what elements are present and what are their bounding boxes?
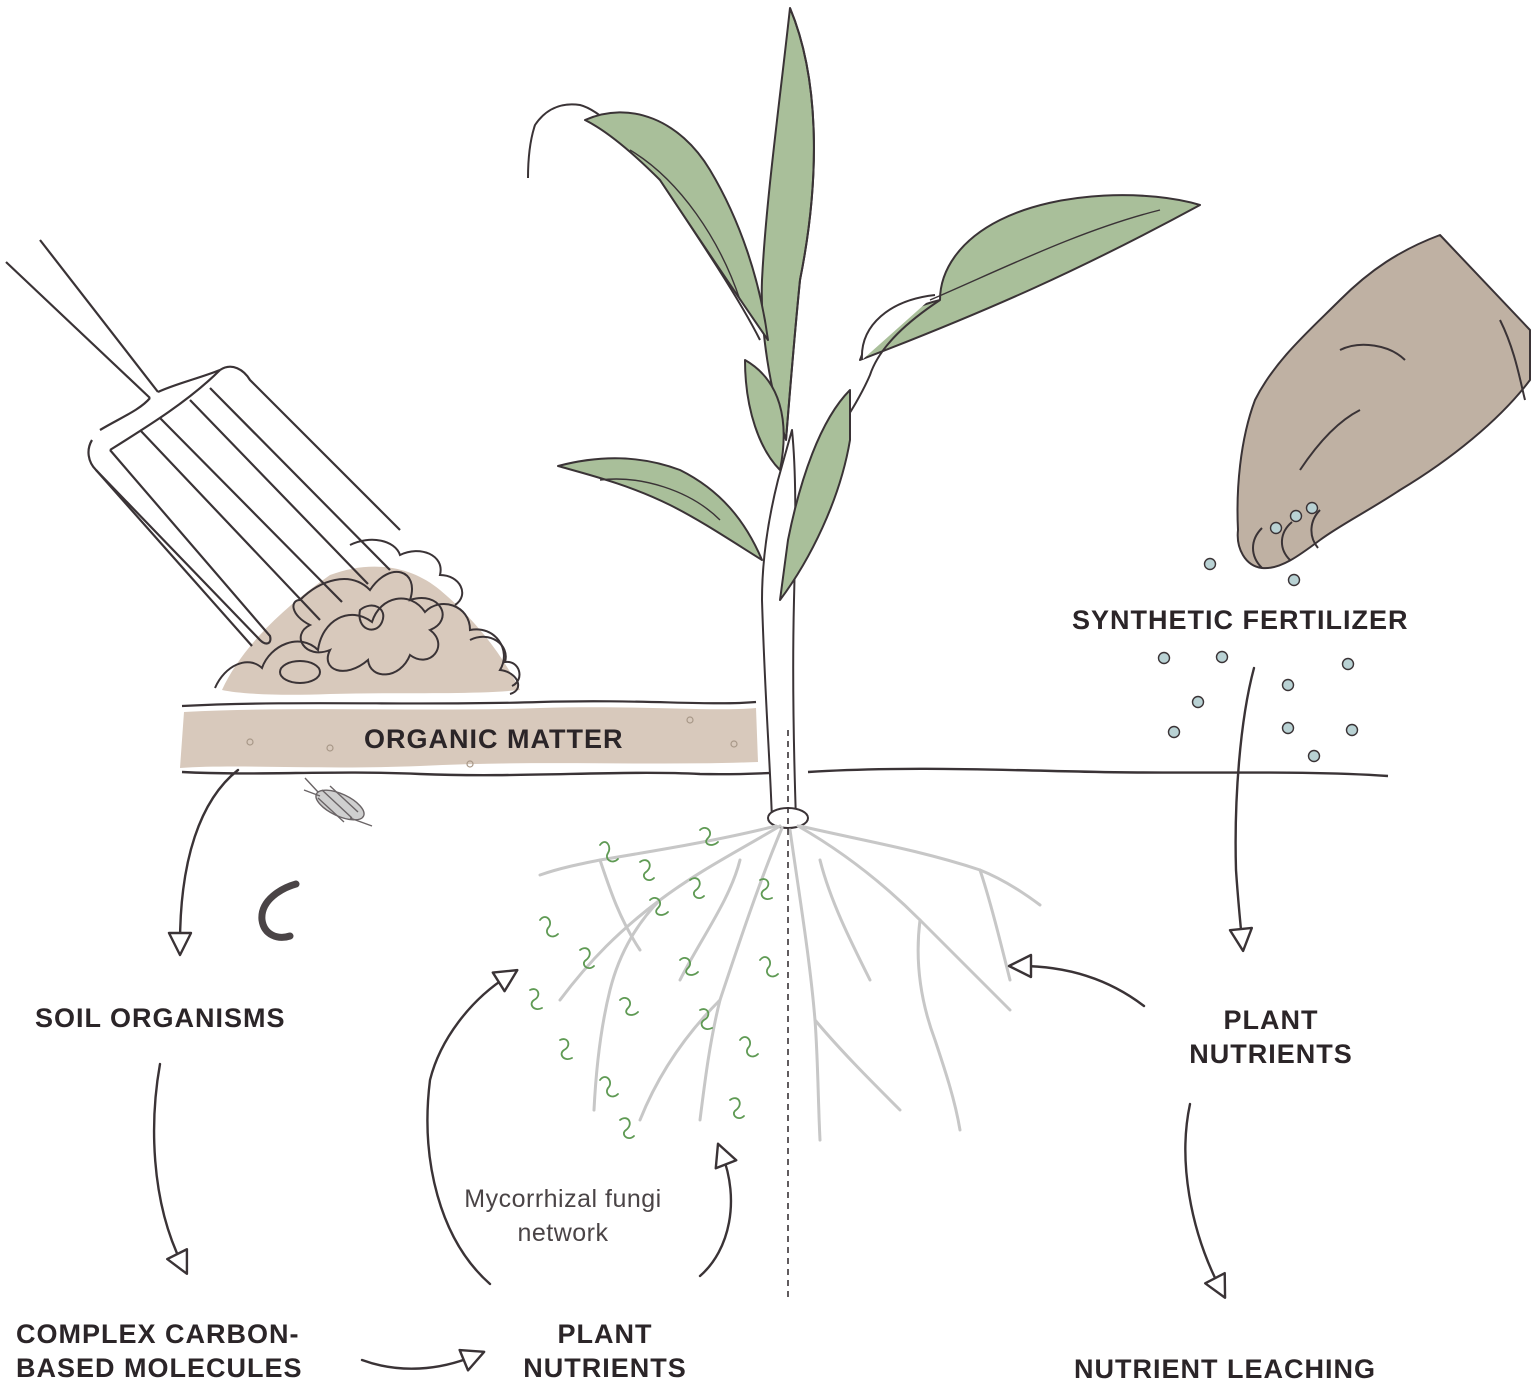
label-synthetic-fertilizer: SYNTHETIC FERTILIZER [1072, 605, 1409, 635]
arrow-fertilizer-to-plant-nutrients [1228, 666, 1256, 953]
organic-pile-icon [214, 538, 521, 695]
pitchfork-icon [5, 239, 401, 647]
hand-icon [1236, 234, 1531, 570]
label-mycorrhizal-line1: Mycorrhizal fungi [464, 1185, 662, 1213]
ground-line-left [181, 770, 791, 777]
label-complex-carbon-line2: BASED MOLECULES [16, 1353, 303, 1383]
arrow-organic-to-soil-organisms [167, 768, 240, 957]
label-plant-nutrients-left-line2: NUTRIENTS [523, 1353, 687, 1383]
label-plant-nutrients-right-line1: PLANT [1223, 1005, 1319, 1035]
ground-line [807, 767, 1389, 778]
arrow-nutrients-to-roots-right [1007, 953, 1146, 1008]
roots-icon [538, 824, 1042, 1142]
arrow-soil-organisms-to-carbon [152, 1062, 189, 1276]
earthworm-icon [258, 880, 300, 941]
woodlouse-icon [303, 777, 373, 827]
label-plant-nutrients-right: PLANT NUTRIENTS [1176, 1003, 1366, 1071]
label-mycorrhizal-line2: network [517, 1219, 609, 1247]
label-complex-carbon-line1: COMPLEX CARBON- [16, 1319, 300, 1349]
plant-icon [527, 7, 1201, 829]
label-complex-carbon: COMPLEX CARBON- BASED MOLECULES [16, 1317, 303, 1385]
label-soil-organisms: SOIL ORGANISMS [35, 1003, 286, 1033]
organic-matter-band [180, 700, 758, 768]
label-nutrient-leaching: NUTRIENT LEACHING [1074, 1354, 1376, 1384]
arrow-nutrients-to-roots-left [426, 968, 519, 1286]
fertilizer-granules-icon [1157, 501, 1359, 763]
label-organic-matter: ORGANIC MATTER [364, 724, 624, 754]
arrow-carbon-to-plant-nutrients [360, 1348, 486, 1372]
label-plant-nutrients-left: PLANT NUTRIENTS [510, 1317, 700, 1385]
fungi-network-icon [529, 826, 779, 1140]
label-plant-nutrients-left-line1: PLANT [557, 1319, 653, 1349]
arrow-nutrients-to-roots-center [698, 1142, 738, 1278]
label-plant-nutrients-right-line2: NUTRIENTS [1189, 1039, 1353, 1069]
label-mycorrhizal-fungi: Mycorrhizal fungi network [448, 1182, 678, 1250]
arrow-nutrients-to-leaching [1184, 1102, 1227, 1299]
